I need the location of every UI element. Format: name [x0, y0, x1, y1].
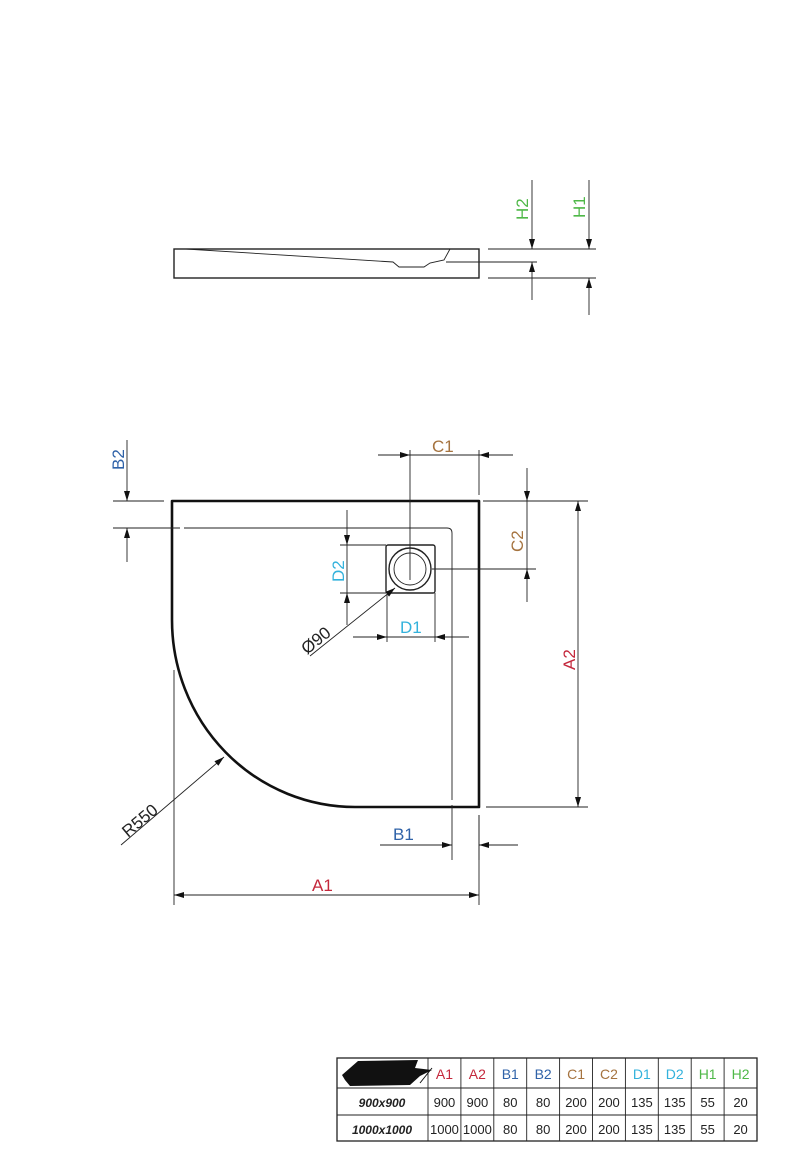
- table-header-c1: C1: [567, 1066, 585, 1082]
- dimension-radius: R550: [118, 756, 225, 846]
- table-header-a2: A2: [469, 1066, 486, 1082]
- dimension-h1: H1: [570, 180, 592, 315]
- table-header-h1: H1: [699, 1066, 717, 1082]
- table-cell: 135: [664, 1122, 686, 1137]
- label-d2: D2: [329, 560, 348, 582]
- label-radius: R550: [118, 800, 161, 841]
- dimension-b2: B2: [109, 440, 180, 562]
- table-header-d1: D1: [633, 1066, 651, 1082]
- dimension-d1: D1: [353, 593, 469, 642]
- table-cell: 55: [700, 1122, 714, 1137]
- table-cell: 200: [598, 1122, 620, 1137]
- label-c1: C1: [432, 437, 454, 456]
- product-thumbnail-shape: [342, 1060, 432, 1086]
- table-cell: 55: [700, 1095, 714, 1110]
- tray-inner-rim: [184, 527, 453, 800]
- table-row-size: 1000x1000: [352, 1123, 412, 1137]
- drain: [385, 544, 436, 594]
- table-cell: 1000: [430, 1122, 459, 1137]
- table-cell: 80: [503, 1095, 517, 1110]
- dimension-diameter: Ø90: [298, 587, 396, 658]
- side-profile-view: H2 H1: [173, 180, 596, 315]
- tray-slope-line: [185, 248, 451, 268]
- table-cell: 20: [733, 1095, 747, 1110]
- dimension-h2: H2: [513, 180, 535, 300]
- label-b2: B2: [109, 449, 128, 470]
- table-cell: 900: [434, 1095, 456, 1110]
- label-h1: H1: [570, 196, 589, 218]
- dimension-b1: B1: [380, 805, 518, 860]
- table-header-d2: D2: [666, 1066, 684, 1082]
- drain-square: [385, 544, 436, 594]
- table-cell: 80: [536, 1122, 550, 1137]
- label-a1: A1: [312, 876, 333, 895]
- table-cell: 135: [664, 1095, 686, 1110]
- table-cell: 20: [733, 1122, 747, 1137]
- dimension-c1: C1: [378, 437, 513, 580]
- label-diameter: Ø90: [298, 623, 335, 658]
- tray-outline: [170, 499, 481, 809]
- table-cell: 1000: [463, 1122, 492, 1137]
- table-header-h2: H2: [732, 1066, 750, 1082]
- label-b1: B1: [393, 825, 414, 844]
- label-c2: C2: [508, 530, 527, 552]
- table-header-b1: B1: [502, 1066, 519, 1082]
- dimension-a2: A2: [486, 500, 588, 808]
- dimensions-table: A1 A2 B1 B2 C1 C2 D1 D2 H1 H2 900x900 900 900 80 80 200…: [336, 1057, 758, 1142]
- tray-profile-outline: [173, 248, 480, 279]
- table-header-c2: C2: [600, 1066, 618, 1082]
- dimension-a1: A1: [173, 670, 480, 905]
- table-cell: 135: [631, 1122, 653, 1137]
- plan-view: C1 C2 A2 A1: [109, 437, 588, 905]
- table-cell: 200: [565, 1095, 587, 1110]
- dimension-d2: D2: [329, 510, 386, 625]
- table-cell: 900: [466, 1095, 488, 1110]
- table-cell: 80: [503, 1122, 517, 1137]
- table-cell: 200: [598, 1095, 620, 1110]
- label-a2: A2: [560, 649, 579, 670]
- table-header-b2: B2: [535, 1066, 552, 1082]
- table-cell: 200: [565, 1122, 587, 1137]
- table-cell: 80: [536, 1095, 550, 1110]
- table-header-a1: A1: [436, 1066, 453, 1082]
- label-d1: D1: [400, 618, 422, 637]
- dimension-c2: C2: [432, 468, 550, 602]
- label-h2: H2: [513, 198, 532, 220]
- table-cell: 135: [631, 1095, 653, 1110]
- table-row-size: 900x900: [359, 1096, 406, 1110]
